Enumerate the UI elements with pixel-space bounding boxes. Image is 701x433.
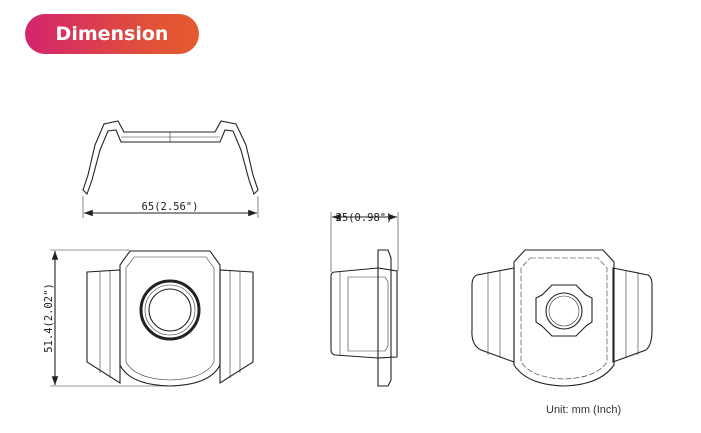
- back-view: [471, 249, 653, 387]
- unit-note: Unit: mm (Inch): [546, 404, 622, 416]
- width-dimension-label: 65(2.56"): [142, 201, 199, 213]
- top-view: 65(2.56"): [82, 120, 259, 218]
- section-title-badge: Dimension: [25, 14, 199, 54]
- height-dimension-label: 51.4(2.02"): [43, 283, 55, 353]
- front-view: 51.4(2.02"): [43, 249, 254, 387]
- depth-dimension-label: 25(0.98"): [336, 212, 393, 224]
- side-view: 25(0.98"): [330, 212, 399, 387]
